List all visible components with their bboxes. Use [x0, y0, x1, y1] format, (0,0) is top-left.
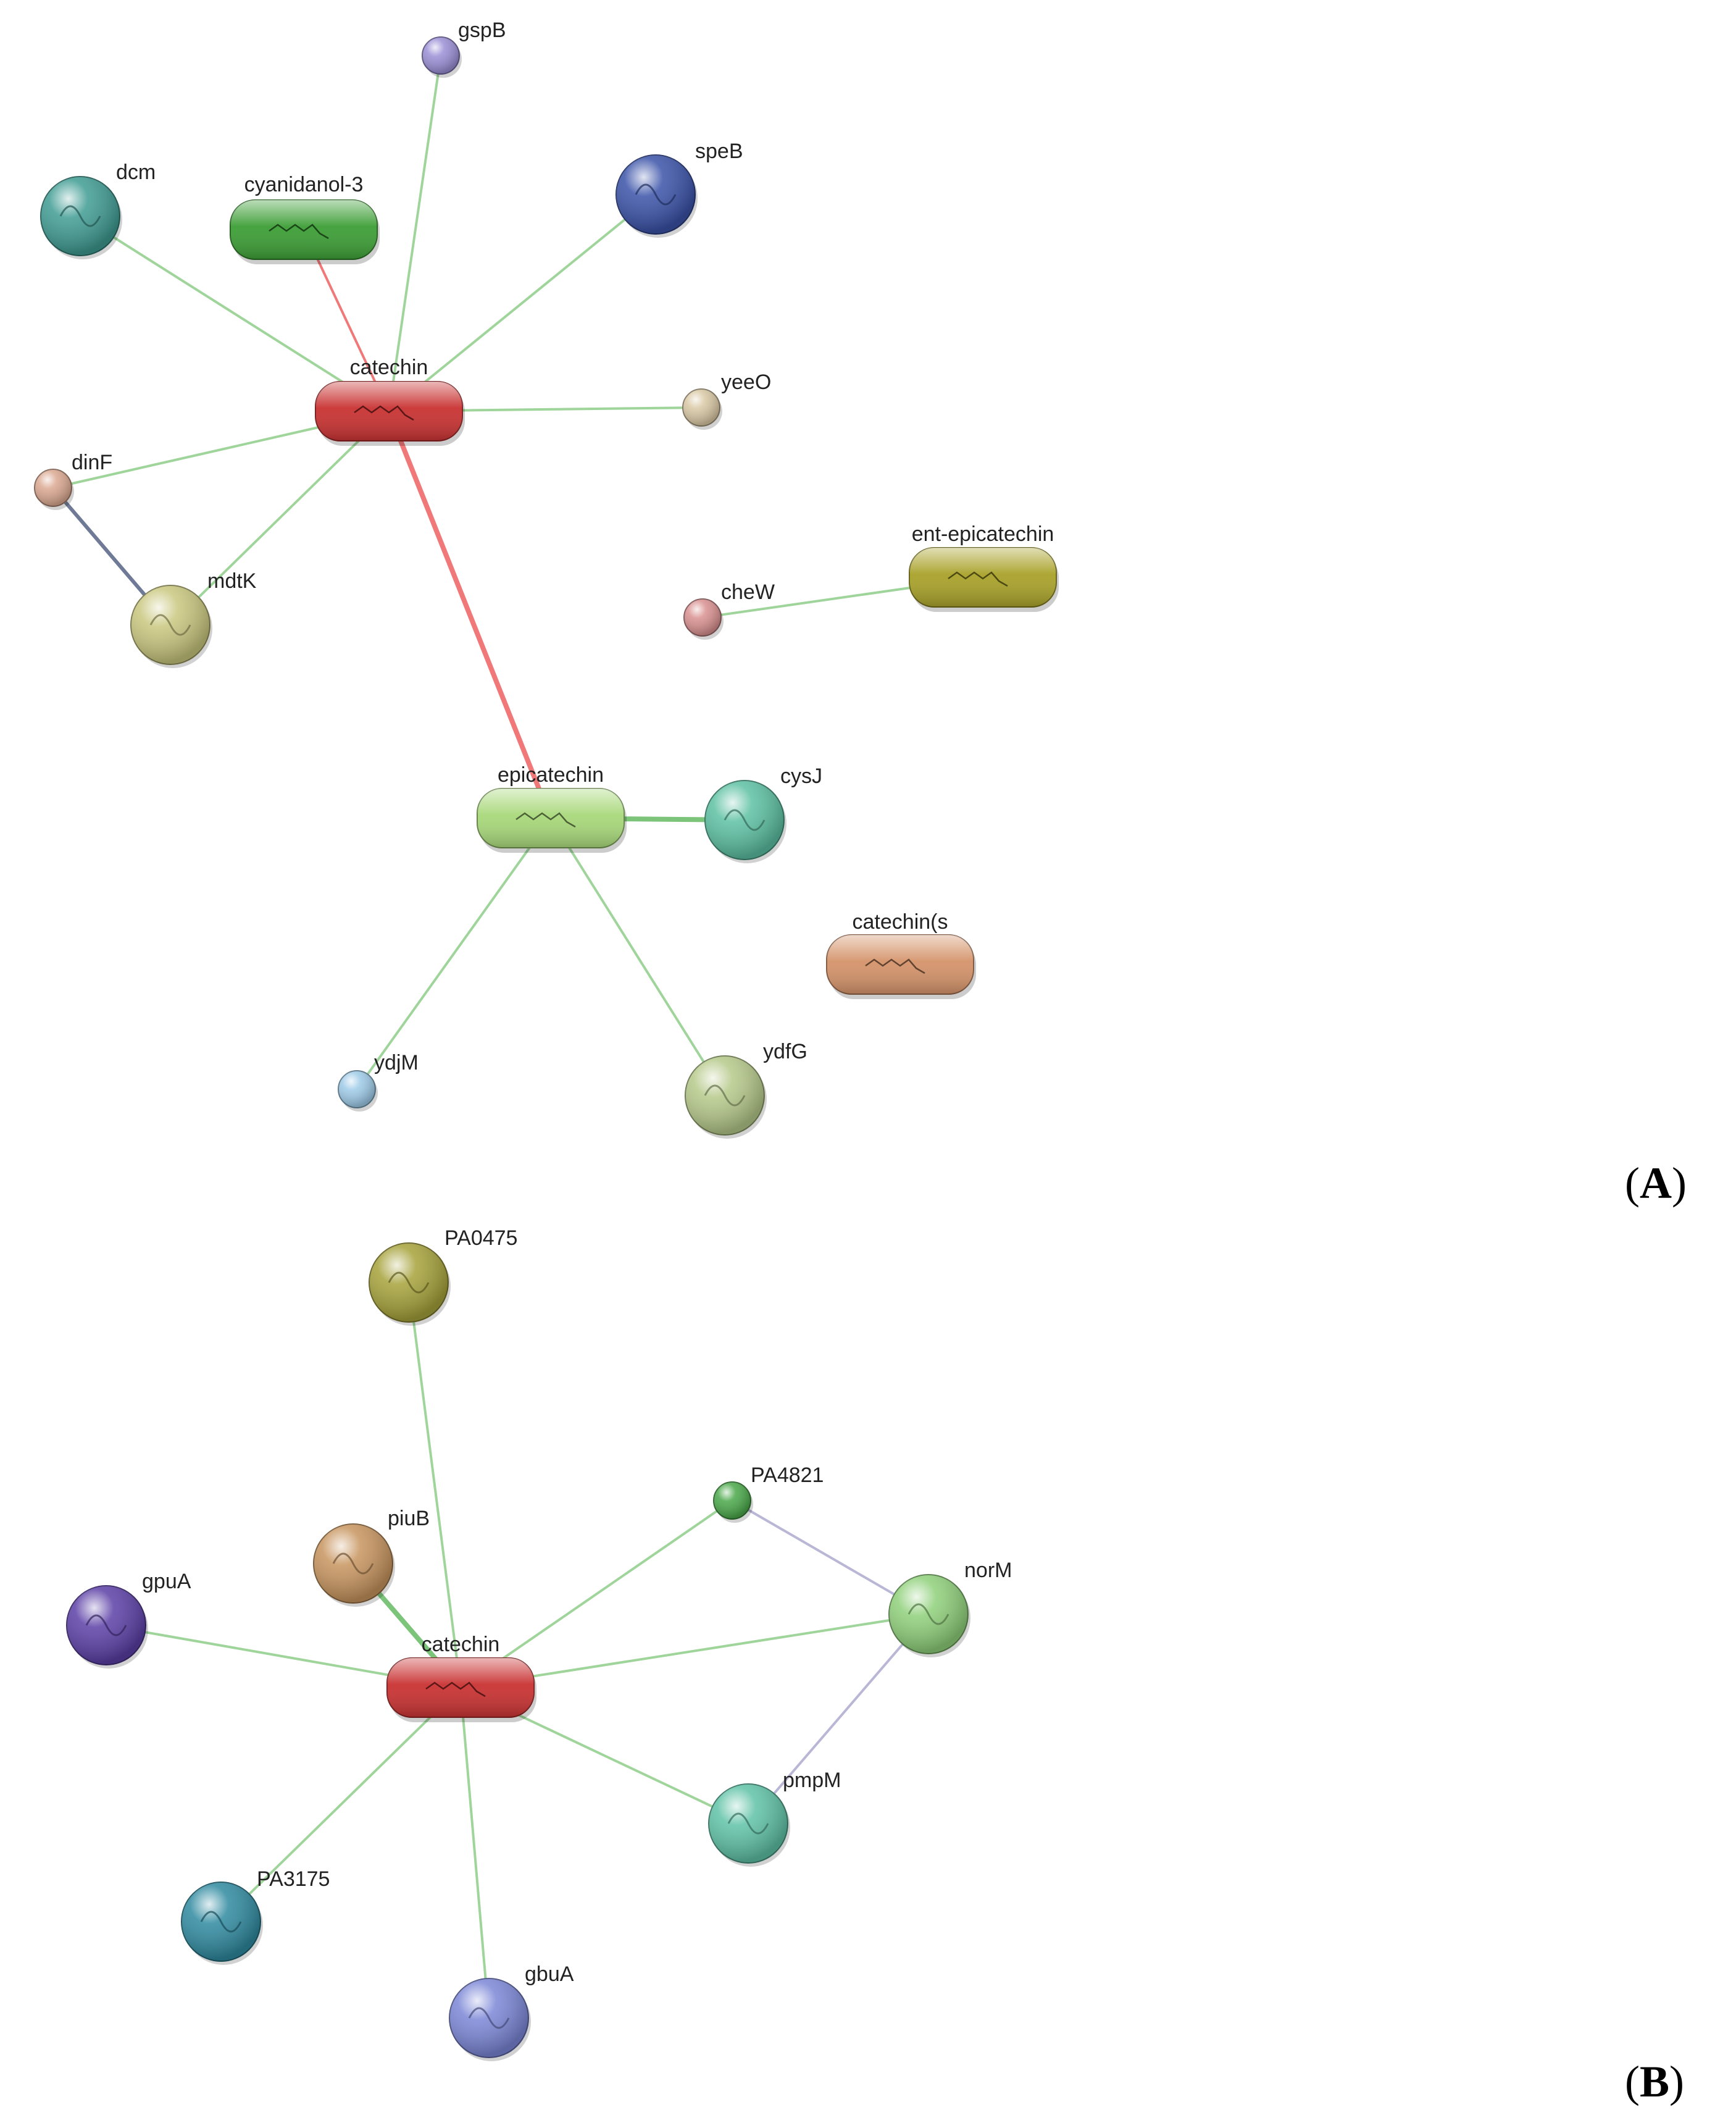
node-label: norM — [964, 1559, 1012, 1582]
node-label: dinF — [72, 451, 112, 474]
panel-a-node-yeeO[interactable]: yeeO — [682, 371, 771, 430]
panel-a-node-dinF[interactable]: dinF — [34, 451, 112, 510]
panel-a-node-dcm[interactable]: dcm — [40, 161, 156, 259]
panel-b-edge-catechin-PA4821 — [459, 1499, 733, 1689]
panel-a-edge-catechin-gspB — [388, 54, 442, 412]
panel-a-node-mdtK[interactable]: mdtK — [130, 569, 257, 668]
protein-structure-icon — [727, 1812, 769, 1835]
panel-a-node-cysJ[interactable]: cysJ — [704, 764, 822, 863]
node-gloss — [35, 469, 72, 506]
node-gloss — [315, 382, 462, 441]
node-gloss — [684, 599, 721, 636]
protein-structure-icon — [149, 614, 191, 636]
node-gloss — [827, 935, 974, 994]
protein-structure-icon — [85, 1614, 127, 1636]
panel-b-node-gbuA[interactable]: gbuA — [449, 1962, 574, 2061]
panel-b-node-norM[interactable]: norM — [888, 1559, 1012, 1657]
node-gloss — [230, 200, 377, 259]
molecule-structure-icon — [948, 571, 1008, 587]
panel-b-edge-norM-pmpM — [747, 1613, 930, 1825]
molecule-structure-icon — [425, 1681, 486, 1698]
panel-a-node-epicatechin[interactable]: epicatechin — [477, 763, 627, 853]
node-label: cysJ — [780, 764, 822, 788]
panel-a-node-gspB[interactable]: gspB — [422, 19, 506, 78]
node-label: gbuA — [525, 1962, 574, 1986]
panel-a-node-ydfG[interactable]: ydfG — [685, 1040, 807, 1139]
node-gloss — [909, 548, 1056, 607]
panel-b-node-PA3175[interactable]: PA3175 — [181, 1867, 330, 1965]
node-gloss — [683, 389, 720, 426]
protein-structure-icon — [200, 1911, 242, 1933]
panel-b-edge-catechin-PA3175 — [220, 1686, 462, 1923]
panel-b-node-gpuA[interactable]: gpuA — [66, 1570, 191, 1669]
node-gloss — [387, 1658, 534, 1717]
node-label: ent-epicatechin — [912, 522, 1054, 546]
node-label: mdtK — [207, 569, 257, 593]
node-label: PA0475 — [444, 1226, 517, 1250]
panel-b-node-PA0475[interactable]: PA0475 — [369, 1226, 517, 1326]
node-label: piuB — [388, 1507, 430, 1530]
node-label: pmpM — [783, 1769, 841, 1792]
protein-structure-icon — [388, 1271, 430, 1294]
node-gloss — [714, 1482, 751, 1519]
panel-a-edge-epicatechin-ydjM — [356, 817, 552, 1091]
node-label: catechin — [422, 1633, 500, 1656]
molecule-structure-icon — [865, 958, 925, 974]
panel-b-edge-catechin-gbuA — [459, 1686, 490, 2019]
node-label: PA4821 — [751, 1463, 824, 1487]
panel-a-edge-catechin-mdtK — [169, 410, 390, 626]
panel-a-edge-catechin-dcm — [79, 215, 390, 412]
panel-b-edge-catechin-PA0475 — [407, 1281, 462, 1689]
protein-structure-icon — [635, 183, 677, 206]
molecule-structure-icon — [269, 224, 329, 240]
node-label: gpuA — [142, 1570, 191, 1593]
panel-b-label: (B) — [1625, 2057, 1684, 2106]
molecule-structure-icon — [515, 812, 576, 828]
panel-a-node-speB[interactable]: speB — [616, 140, 743, 238]
protein-structure-icon — [332, 1552, 374, 1575]
panel-b-edge-catechin-norM — [459, 1613, 930, 1689]
panel-a-node-catechin[interactable]: catechin — [315, 356, 465, 446]
node-label: ydjM — [374, 1051, 419, 1074]
node-label: dcm — [116, 161, 156, 184]
panel-b-node-catechin[interactable]: catechin — [386, 1633, 536, 1722]
panel-a-node-cheW[interactable]: cheW — [683, 580, 775, 640]
protein-structure-icon — [908, 1603, 949, 1625]
node-gloss — [477, 789, 624, 848]
panel-a-node-catechin(s[interactable]: catechin(s — [826, 910, 976, 999]
panel-a-edge-epicatechin-ydfG — [549, 817, 726, 1097]
node-gloss — [338, 1071, 375, 1108]
node-label: catechin — [350, 356, 428, 379]
node-label: PA3175 — [257, 1867, 330, 1891]
node-label: cyanidanol-3 — [244, 173, 364, 196]
panel-a: gspB dcm cyanidanol-3 speB catechin yeeO dinF m… — [34, 19, 1687, 1208]
panel-a-label: (A) — [1625, 1158, 1687, 1208]
panel-a-edge-catechin-speB — [388, 193, 657, 412]
panel-a-edge-catechin-epicatechin — [386, 409, 553, 821]
panel-a-node-ydjM[interactable]: ydjM — [338, 1051, 419, 1112]
node-gloss — [422, 37, 459, 74]
panel-a-nodes: gspB dcm cyanidanol-3 speB catechin yeeO dinF m… — [34, 19, 1059, 1139]
protein-structure-icon — [59, 205, 101, 227]
node-label: speB — [695, 140, 743, 163]
panel-b-node-pmpM[interactable]: pmpM — [708, 1769, 841, 1867]
panel-b-node-piuB[interactable]: piuB — [313, 1507, 430, 1607]
node-label: epicatechin — [498, 763, 604, 787]
protein-structure-icon — [704, 1084, 746, 1107]
protein-structure-icon — [468, 2007, 510, 2029]
panel-b-node-PA4821[interactable]: PA4821 — [713, 1463, 824, 1523]
panel-a-node-ent-epicatechin[interactable]: ent-epicatechin — [909, 522, 1059, 612]
node-label: yeeO — [721, 371, 771, 394]
molecule-structure-icon — [354, 405, 414, 421]
node-label: catechin(s — [853, 910, 948, 934]
panel-a-node-cyanidanol-3[interactable]: cyanidanol-3 — [230, 173, 380, 264]
node-label: cheW — [721, 580, 775, 604]
node-label: ydfG — [763, 1040, 807, 1063]
node-label: gspB — [458, 19, 506, 42]
protein-structure-icon — [724, 809, 766, 831]
